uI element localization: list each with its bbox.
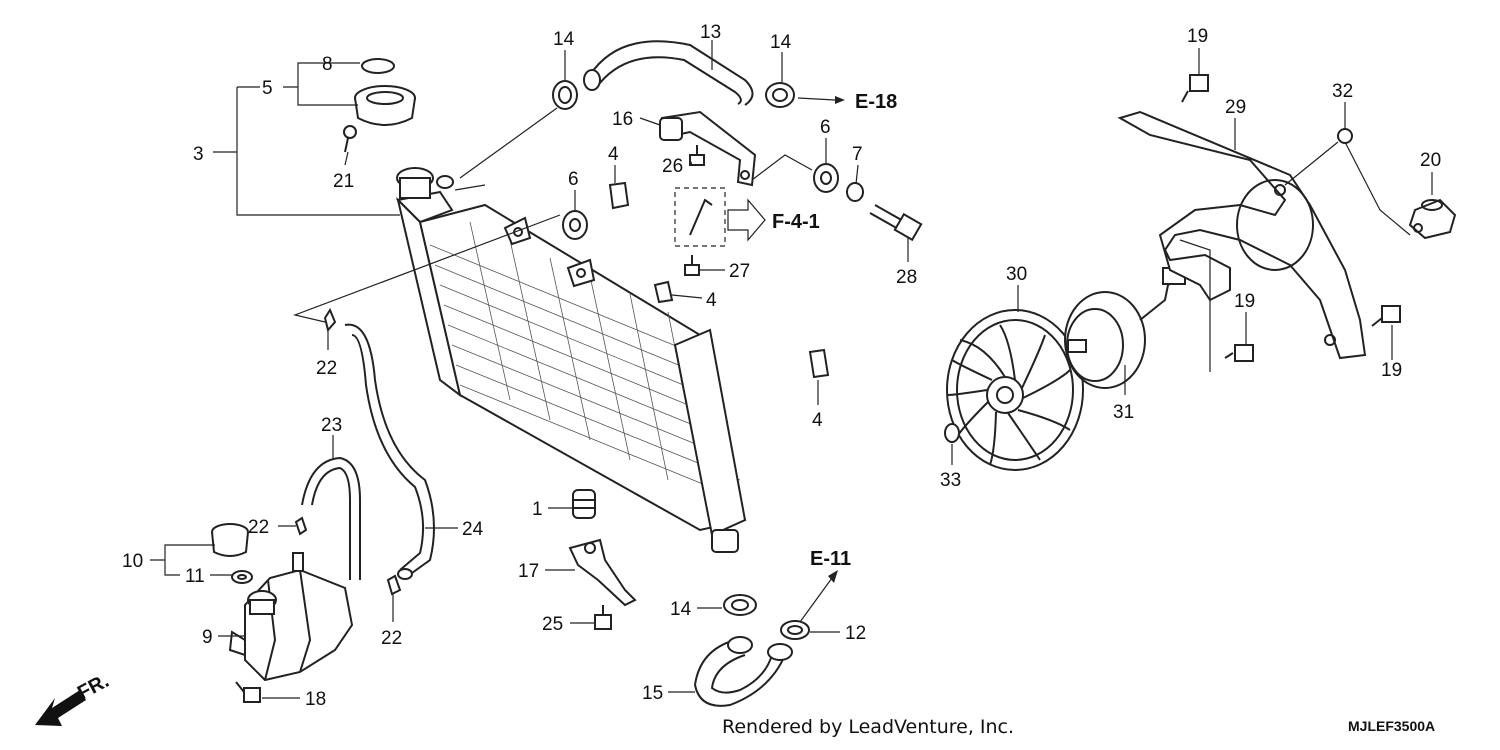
hose-clip-22-c[interactable] bbox=[386, 574, 402, 596]
breather-hose-23[interactable] bbox=[301, 456, 361, 580]
upper-bracket[interactable] bbox=[659, 110, 757, 187]
cap-seal[interactable] bbox=[361, 58, 395, 74]
clamp-14-right[interactable] bbox=[765, 82, 795, 108]
callout-14c[interactable]: 14 bbox=[670, 599, 692, 620]
clamp-12[interactable] bbox=[780, 620, 810, 640]
ref-f-4-1[interactable]: F-4-1 bbox=[772, 211, 820, 233]
callout-27[interactable]: 27 bbox=[729, 261, 750, 282]
fan-30[interactable] bbox=[946, 309, 1084, 471]
ref-e-18[interactable]: E-18 bbox=[855, 91, 897, 113]
nut-32[interactable] bbox=[1337, 128, 1353, 144]
callout-4a[interactable]: 4 bbox=[608, 144, 619, 165]
callout-31[interactable]: 31 bbox=[1113, 402, 1134, 423]
callout-19c[interactable]: 19 bbox=[1381, 360, 1402, 381]
front-arrow-icon bbox=[35, 690, 86, 726]
callout-26[interactable]: 26 bbox=[662, 156, 683, 177]
callout-33[interactable]: 33 bbox=[940, 470, 961, 491]
callout-6a[interactable]: 6 bbox=[568, 169, 579, 190]
grommet-1[interactable] bbox=[572, 489, 596, 519]
callout-32[interactable]: 32 bbox=[1332, 81, 1353, 102]
clip-4-c[interactable] bbox=[808, 348, 830, 379]
collar-7[interactable] bbox=[846, 182, 864, 202]
callout-21[interactable]: 21 bbox=[333, 171, 354, 192]
callout-28[interactable]: 28 bbox=[896, 267, 917, 288]
clip-4-b[interactable] bbox=[653, 280, 674, 304]
fan-switch-20[interactable] bbox=[1408, 198, 1457, 240]
callout-23[interactable]: 23 bbox=[321, 415, 342, 436]
wire-bracket[interactable] bbox=[674, 187, 726, 247]
grommet-6-a[interactable] bbox=[562, 210, 588, 240]
seal-11[interactable] bbox=[231, 570, 253, 584]
ref-e-11[interactable]: E-11 bbox=[810, 548, 851, 570]
callout-6b[interactable]: 6 bbox=[820, 117, 831, 138]
callout-9[interactable]: 9 bbox=[202, 627, 213, 648]
clamp-14-left[interactable] bbox=[552, 80, 578, 110]
radiator[interactable] bbox=[395, 167, 747, 553]
callout-3[interactable]: 3 bbox=[193, 144, 204, 165]
grommet-6-b[interactable] bbox=[813, 163, 839, 193]
bolt-26[interactable] bbox=[689, 145, 705, 166]
callout-4c[interactable]: 4 bbox=[812, 410, 823, 431]
callout-25[interactable]: 25 bbox=[542, 614, 563, 635]
bolt-19-right[interactable] bbox=[1371, 305, 1401, 327]
callout-19a[interactable]: 19 bbox=[1187, 26, 1208, 47]
callout-12[interactable]: 12 bbox=[845, 623, 866, 644]
callout-30[interactable]: 30 bbox=[1006, 264, 1027, 285]
lower-hose-15[interactable] bbox=[693, 636, 793, 707]
callout-14b[interactable]: 14 bbox=[770, 32, 792, 53]
screw-21[interactable] bbox=[343, 125, 357, 153]
callout-1[interactable]: 1 bbox=[532, 499, 543, 520]
lower-bracket-17[interactable] bbox=[568, 538, 637, 607]
callout-20[interactable]: 20 bbox=[1420, 150, 1441, 171]
overflow-hose-24[interactable] bbox=[344, 323, 435, 580]
callout-24[interactable]: 24 bbox=[462, 519, 484, 540]
tank-cap-10[interactable] bbox=[211, 523, 249, 557]
callout-16[interactable]: 16 bbox=[612, 109, 633, 130]
clamp-14-lower[interactable] bbox=[723, 594, 757, 616]
callout-22a[interactable]: 22 bbox=[316, 358, 337, 379]
callout-labels: 1 3 4 4 4 5 6 6 7 8 9 10 11 12 13 14 14 … bbox=[122, 22, 1441, 710]
callout-4b[interactable]: 4 bbox=[706, 290, 717, 311]
callout-13[interactable]: 13 bbox=[700, 22, 721, 43]
callout-10[interactable]: 10 bbox=[122, 551, 143, 572]
footer-credit: Rendered by LeadVenture, Inc. bbox=[722, 716, 1014, 738]
callout-7[interactable]: 7 bbox=[852, 144, 863, 165]
reserve-tank-9[interactable] bbox=[228, 552, 354, 682]
callout-14a[interactable]: 14 bbox=[553, 29, 575, 50]
diagram-code: MJLEF3500A bbox=[1348, 718, 1435, 734]
callout-11[interactable]: 11 bbox=[185, 566, 205, 587]
leader-lines bbox=[150, 40, 1433, 699]
radiator-cap[interactable] bbox=[354, 85, 416, 126]
nut-33[interactable] bbox=[944, 423, 960, 443]
hose-clip-22-a[interactable] bbox=[323, 307, 337, 333]
callout-29[interactable]: 29 bbox=[1225, 97, 1246, 118]
bolt-28[interactable] bbox=[869, 204, 923, 242]
upper-hose[interactable] bbox=[583, 40, 754, 106]
callout-22c[interactable]: 22 bbox=[381, 628, 402, 649]
hose-clip-22-b[interactable] bbox=[294, 516, 308, 536]
callout-5[interactable]: 5 bbox=[262, 78, 273, 99]
fan-motor-31[interactable] bbox=[1064, 267, 1186, 389]
callout-19b[interactable]: 19 bbox=[1234, 291, 1255, 312]
fan-shroud-29[interactable] bbox=[1117, 110, 1367, 360]
bolt-19-mid[interactable] bbox=[1224, 344, 1254, 362]
bolt-19-top[interactable] bbox=[1181, 74, 1209, 103]
callout-17[interactable]: 17 bbox=[518, 561, 539, 582]
bolt-18[interactable] bbox=[235, 681, 261, 703]
callout-22b[interactable]: 22 bbox=[248, 517, 269, 538]
clip-4-a[interactable] bbox=[608, 181, 630, 210]
callout-15[interactable]: 15 bbox=[642, 683, 663, 704]
bolt-27[interactable] bbox=[684, 255, 700, 276]
callout-18[interactable]: 18 bbox=[305, 689, 326, 710]
bolt-25[interactable] bbox=[594, 605, 612, 630]
callout-8[interactable]: 8 bbox=[322, 54, 333, 75]
